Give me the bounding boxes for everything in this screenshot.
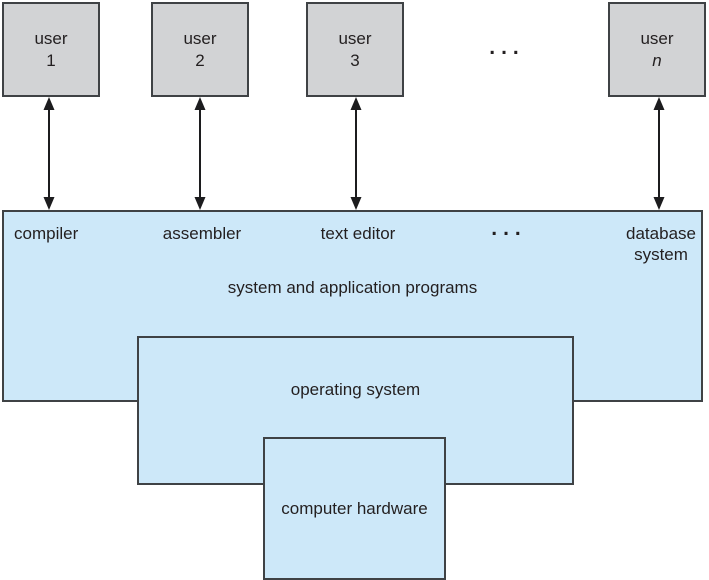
- database-label-line1: database: [626, 224, 696, 243]
- user-2-box: user 2: [151, 2, 249, 97]
- user-2-index: 2: [195, 50, 205, 70]
- user-3-box: user 3: [306, 2, 404, 97]
- user-2-word: user: [183, 28, 217, 48]
- user-3-index: 3: [350, 50, 360, 70]
- band-title: system and application programs: [227, 278, 478, 297]
- user-n-box: user n: [608, 2, 706, 97]
- double-arrow-icon: [350, 97, 362, 210]
- database-label-line2: system: [634, 245, 688, 264]
- user-1-word: user: [34, 28, 68, 48]
- user-n-word: user: [640, 28, 674, 48]
- programs-ellipsis: ...: [491, 217, 527, 240]
- user-n-index: n: [652, 50, 662, 70]
- computer-hardware-label: computer hardware: [281, 498, 428, 518]
- user-3-word: user: [338, 28, 372, 48]
- user-1-index: 1: [46, 50, 56, 70]
- users-ellipsis: ...: [489, 36, 525, 59]
- text-editor-label: text editor: [320, 224, 396, 243]
- compiler-label: compiler: [14, 224, 79, 243]
- user-1-box: user 1: [2, 2, 100, 97]
- double-arrow-icon: [194, 97, 206, 210]
- assembler-label: assembler: [162, 224, 242, 243]
- database-system-label: database system: [626, 223, 696, 265]
- computer-hardware-box: computer hardware: [263, 437, 446, 580]
- operating-system-label: operating system: [290, 380, 421, 399]
- double-arrow-icon: [653, 97, 665, 210]
- double-arrow-icon: [43, 97, 55, 210]
